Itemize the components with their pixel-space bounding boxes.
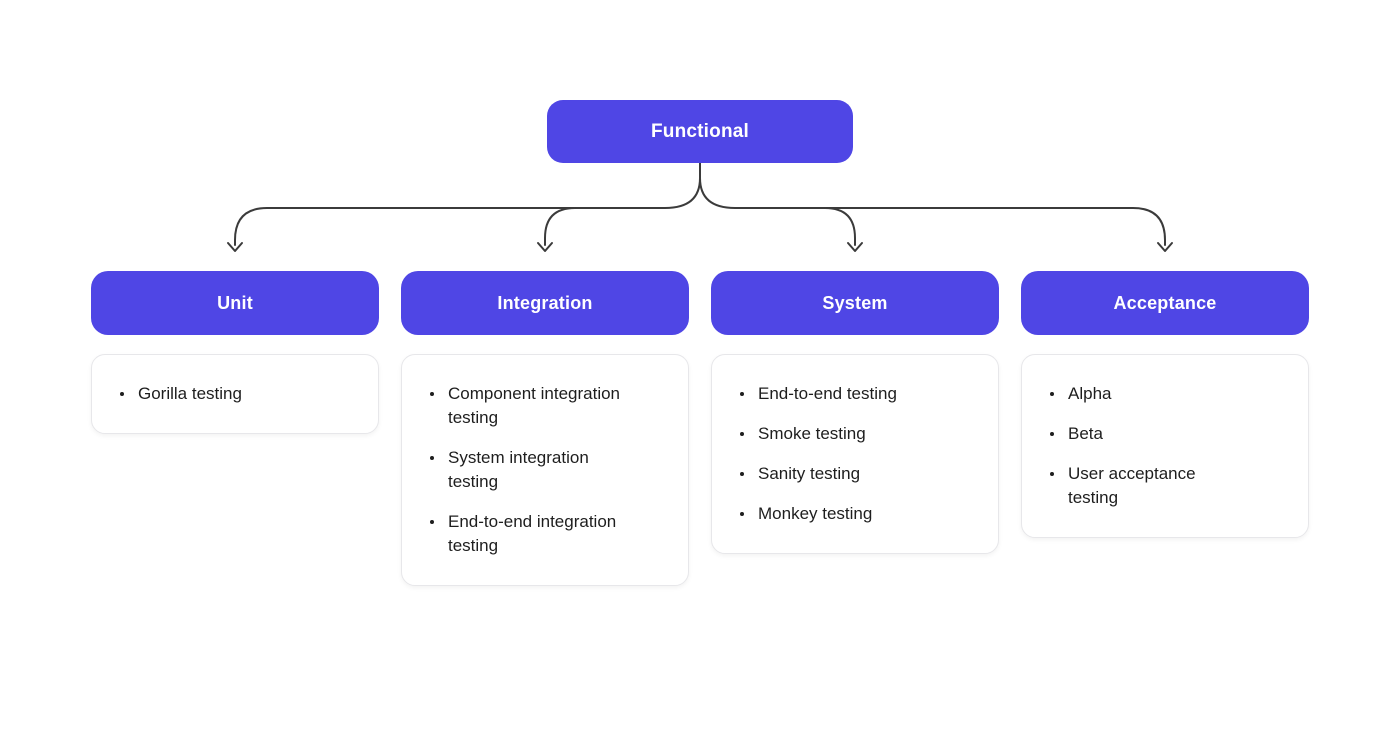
card-integration-items: Component integration testing System int… — [401, 354, 689, 586]
arrowhead-unit-icon — [227, 242, 243, 252]
card-system-items: End-to-end testing Smoke testing Sanity … — [711, 354, 999, 554]
list-item-text: System integration testing — [448, 448, 589, 491]
list-item: End-to-end integration testing — [430, 510, 670, 558]
list-item-text: Beta — [1068, 424, 1103, 443]
bullet-icon — [430, 456, 434, 460]
list-item-text: Sanity testing — [758, 464, 861, 483]
list-item-text: Gorilla testing — [138, 384, 242, 403]
bullet-icon — [1050, 432, 1054, 436]
bullet-icon — [1050, 392, 1054, 396]
list-item-text: Alpha — [1068, 384, 1112, 403]
bullet-icon — [430, 520, 434, 524]
bullet-icon — [1050, 472, 1054, 476]
list-item-text: User acceptance testing — [1068, 464, 1196, 507]
node-system: System — [711, 271, 999, 335]
node-integration: Integration — [401, 271, 689, 335]
arrowhead-acceptance-icon — [1157, 242, 1173, 252]
list-item-text: Monkey testing — [758, 504, 873, 523]
node-functional: Functional — [547, 100, 853, 163]
card-acceptance-items: Alpha Beta User acceptance testing — [1021, 354, 1309, 538]
card-unit-items: Gorilla testing — [91, 354, 379, 434]
list-item: Beta — [1050, 422, 1290, 446]
node-unit: Unit — [91, 271, 379, 335]
bullet-icon — [740, 392, 744, 396]
connector-root-to-system — [824, 207, 856, 246]
bullet-icon — [430, 392, 434, 396]
list-item: Component integration testing — [430, 382, 670, 430]
branch-system: System End-to-end testing Smoke testing … — [711, 271, 999, 554]
bullet-icon — [740, 512, 744, 516]
connector-root-to-acceptance — [699, 162, 1166, 246]
arrowhead-integration-icon — [537, 242, 553, 252]
list-item: Sanity testing — [740, 462, 980, 486]
bullet-icon — [740, 472, 744, 476]
list-item-text: End-to-end testing — [758, 384, 897, 403]
list-item: Gorilla testing — [120, 382, 360, 406]
node-acceptance: Acceptance — [1021, 271, 1309, 335]
bullet-icon — [120, 392, 124, 396]
list-item-text: Component integration testing — [448, 384, 621, 427]
list-item: Monkey testing — [740, 502, 980, 526]
list-item: Smoke testing — [740, 422, 980, 446]
bullet-icon — [740, 432, 744, 436]
list-item-text: Smoke testing — [758, 424, 866, 443]
list-item: Alpha — [1050, 382, 1290, 406]
list-item: User acceptance testing — [1050, 462, 1290, 510]
list-item: End-to-end testing — [740, 382, 980, 406]
list-item-text: End-to-end integration testing — [448, 512, 617, 555]
connector-root-to-integration — [544, 207, 576, 246]
branch-acceptance: Acceptance Alpha Beta User acceptance te… — [1021, 271, 1309, 538]
branch-integration: Integration Component integration testin… — [401, 271, 689, 586]
arrowhead-system-icon — [847, 242, 863, 252]
list-item: System integration testing — [430, 446, 670, 494]
connector-root-to-unit — [234, 162, 701, 246]
branch-unit: Unit Gorilla testing — [91, 271, 379, 434]
